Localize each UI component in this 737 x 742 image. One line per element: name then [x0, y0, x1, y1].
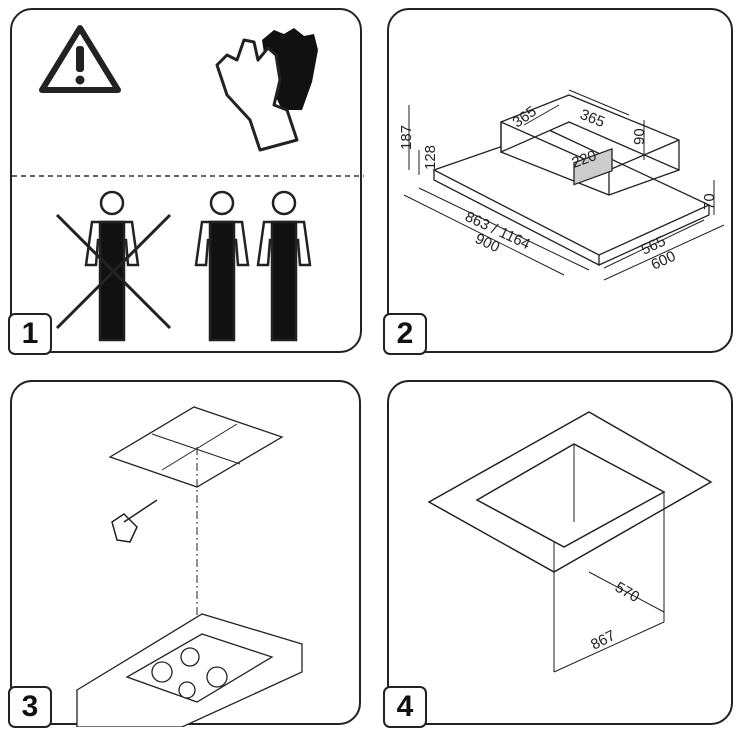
cross-icon — [55, 213, 172, 330]
dim-height-total: 187 — [398, 125, 415, 150]
step-number-1: 1 — [8, 313, 52, 355]
step-number-2: 2 — [383, 313, 427, 355]
gloves-icon — [215, 28, 318, 152]
safety-illustration — [12, 25, 364, 342]
dim-cutout-width: 867 — [588, 627, 618, 654]
hood-dimension-drawing: 187 128 365 365 90 220 70 863 / 1164 900… — [398, 89, 725, 281]
step-number-4: 4 — [383, 686, 427, 728]
marking-illustration — [76, 406, 303, 727]
hood-body — [432, 94, 711, 267]
cutout-projection — [553, 444, 665, 673]
step-number-3: 3 — [8, 686, 52, 728]
dim-motor-height: 90 — [631, 128, 648, 145]
step-2-panel: 187 128 365 365 90 220 70 863 / 1164 900… — [387, 8, 733, 353]
step-1-panel — [10, 8, 364, 353]
dim-cutout-depth: 570 — [612, 579, 642, 606]
warning-icon — [39, 25, 121, 93]
hand-pencil-icon — [111, 499, 158, 543]
person-correct-icon — [194, 190, 250, 342]
worktop-with-hob — [76, 613, 303, 727]
center-lines — [151, 423, 241, 642]
dimension-lines — [403, 89, 725, 281]
person-incorrect-icon — [84, 190, 140, 342]
dim-height-body: 128 — [422, 145, 439, 170]
ceiling-cutout-drawing: 570 867 — [427, 411, 713, 673]
step-4-panel: 570 867 — [387, 380, 733, 725]
person-correct-icon — [256, 190, 312, 342]
step-3-panel — [10, 380, 361, 727]
dim-frame-height: 70 — [701, 193, 718, 210]
ceiling-template — [108, 406, 284, 488]
